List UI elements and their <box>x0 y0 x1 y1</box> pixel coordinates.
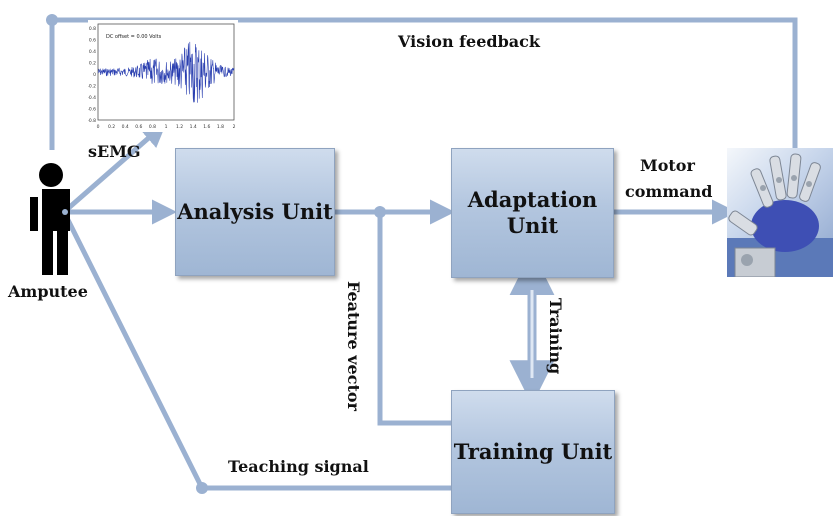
semg-y-tick: -0.2 <box>88 84 96 90</box>
training-unit-box: Training Unit <box>451 390 615 514</box>
semg-x-tick: 0.8 <box>149 124 156 130</box>
feature-vector-line <box>377 212 452 426</box>
semg-x-tick: 1 <box>165 124 168 130</box>
adaptation-unit-label-line1: Adaptation <box>467 187 598 212</box>
semg-y-tick: 0.6 <box>89 38 96 44</box>
semg-arrow <box>62 122 167 214</box>
semg-x-tick: 1.8 <box>217 124 224 130</box>
motor-command-label-line2: command <box>625 182 713 201</box>
semg-label: sEMG <box>88 142 141 161</box>
semg-x-tick: 1.2 <box>176 124 183 130</box>
training-arrow-label: Training <box>546 298 565 375</box>
adaptation-unit-box: Adaptation Unit <box>451 148 614 278</box>
semg-y-tick: -0.6 <box>88 107 96 113</box>
semg-y-tick: 0.4 <box>89 49 96 55</box>
amputee-icon <box>30 163 70 275</box>
semg-x-tick: 1.4 <box>190 124 197 130</box>
amputee-label: Amputee <box>8 282 88 301</box>
teaching-junction-dot <box>196 482 208 494</box>
semg-x-tick: 0.2 <box>108 124 115 130</box>
semg-plot: DC offset = 0.00 Volts 0.8 0.6 0.4 0.2 0 -0.2… <box>87 20 238 132</box>
semg-x-tick: 0.4 <box>122 124 129 130</box>
semg-y-tick: 0 <box>93 72 96 78</box>
semg-annotation: DC offset = 0.00 Volts <box>106 34 162 40</box>
analysis-unit-label: Analysis Unit <box>177 199 333 224</box>
vision-feedback-line <box>49 17 798 150</box>
semg-y-tick: -0.4 <box>88 95 96 101</box>
feature-junction-dot <box>374 206 386 218</box>
vision-junction-dot <box>46 14 58 26</box>
robotic-hand-image <box>727 148 833 277</box>
semg-y-tick: 0.8 <box>89 26 96 32</box>
adaptation-unit-label-line2: Unit <box>506 213 559 238</box>
semg-y-tick: -0.8 <box>88 118 96 124</box>
semg-y-tick: 0.2 <box>89 61 96 67</box>
semg-x-tick: 0.6 <box>135 124 142 130</box>
semg-x-tick: 0 <box>97 124 100 130</box>
semg-x-tick: 2 <box>233 124 236 130</box>
semg-x-tick: 1.6 <box>203 124 210 130</box>
semg-signal-trace <box>97 41 235 103</box>
analysis-unit-box: Analysis Unit <box>175 148 335 276</box>
feature-vector-label: Feature vector <box>344 281 363 411</box>
teaching-signal-label: Teaching signal <box>228 457 369 476</box>
training-unit-label: Training Unit <box>453 439 613 464</box>
vision-feedback-label: Vision feedback <box>398 32 540 51</box>
motor-command-label-line1: Motor <box>640 156 695 175</box>
